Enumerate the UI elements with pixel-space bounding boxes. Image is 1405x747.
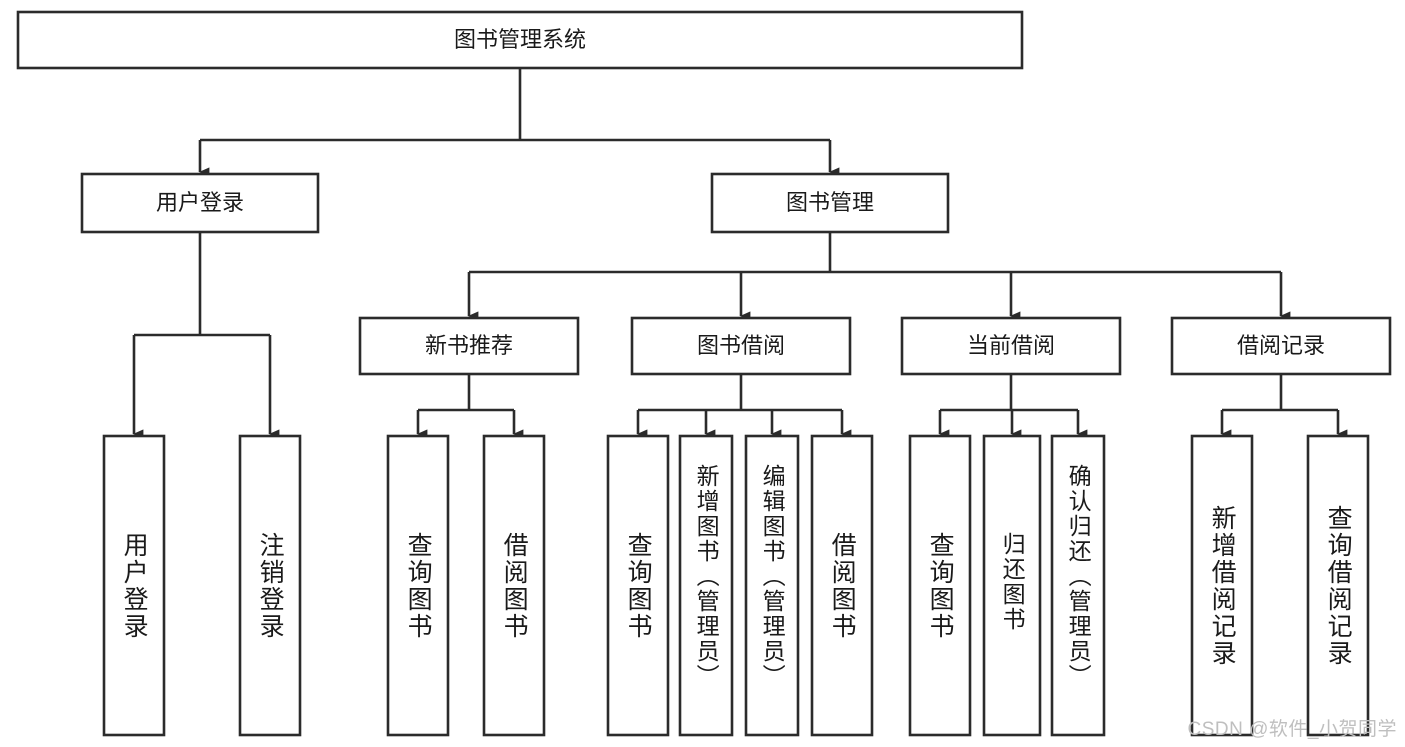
node-leaf-query-borrow-record[interactable] bbox=[1306, 434, 1370, 737]
node-book-manage[interactable] bbox=[710, 172, 950, 234]
csdn-watermark: CSDN @软件_小贺同学 bbox=[1187, 719, 1397, 740]
node-label-borrow-record: 借阅记录 bbox=[1237, 333, 1325, 358]
node-book-borrow[interactable] bbox=[630, 316, 852, 376]
node-leaf-user-login[interactable] bbox=[102, 434, 166, 737]
node-new-book-recommend[interactable] bbox=[358, 316, 580, 376]
node-leaf-query-book-2[interactable] bbox=[606, 434, 670, 737]
node-label-book-manage: 图书管理 bbox=[786, 190, 874, 215]
node-label-user-login: 用户登录 bbox=[156, 190, 244, 215]
node-leaf-query-book-1[interactable] bbox=[386, 434, 450, 737]
edges-layer bbox=[132, 68, 1348, 439]
node-leaf-add-book-admin[interactable] bbox=[678, 434, 734, 737]
node-current-borrow[interactable] bbox=[900, 316, 1122, 376]
node-leaf-borrow-book-1[interactable] bbox=[482, 434, 546, 737]
node-leaf-edit-book-admin[interactable] bbox=[744, 434, 800, 737]
node-label-book-borrow: 图书借阅 bbox=[697, 333, 785, 358]
node-root[interactable] bbox=[16, 10, 1024, 70]
node-leaf-logout-login[interactable] bbox=[238, 434, 302, 737]
node-leaf-add-borrow-record[interactable] bbox=[1190, 434, 1254, 737]
node-user-login[interactable] bbox=[80, 172, 320, 234]
node-leaf-query-book-3[interactable] bbox=[908, 434, 972, 737]
node-leaf-borrow-book-2[interactable] bbox=[810, 434, 874, 737]
node-label-root: 图书管理系统 bbox=[454, 27, 586, 52]
node-label-current-borrow: 当前借阅 bbox=[967, 333, 1055, 358]
node-borrow-record[interactable] bbox=[1170, 316, 1392, 376]
node-leaf-confirm-return-admin[interactable] bbox=[1050, 434, 1106, 737]
node-leaf-return-book[interactable] bbox=[982, 434, 1042, 737]
node-label-new-book-recommend: 新书推荐 bbox=[425, 333, 513, 358]
